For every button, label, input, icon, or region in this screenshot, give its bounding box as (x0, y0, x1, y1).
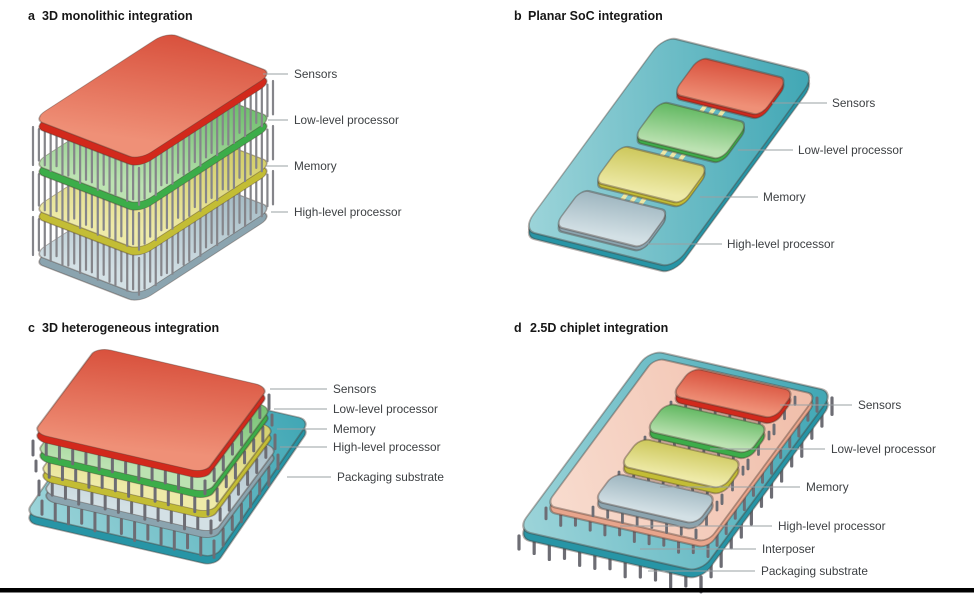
pin-array (37, 433, 277, 535)
high-level-processor-chiplet (596, 473, 714, 524)
pin-array (31, 393, 271, 496)
panel-b: b Planar SoC integration (514, 9, 903, 273)
panel-c: c 3D heterogeneous integration Sensors L… (28, 321, 444, 565)
sensors-chip (675, 57, 785, 116)
pin-array (40, 453, 280, 559)
soc-chips (557, 57, 785, 252)
label-high-level-processor: High-level processor (727, 237, 835, 251)
pin-array (31, 169, 275, 296)
panel-letter: a (28, 9, 36, 23)
label-sensors: Sensors (858, 398, 901, 412)
high-level-processor-chip (557, 189, 667, 248)
label-sensors: Sensors (294, 67, 337, 81)
label-high-level-processor: High-level processor (778, 519, 886, 533)
pin-array (31, 79, 275, 206)
panel-title: Planar SoC integration (528, 9, 663, 23)
label-packaging-substrate: Packaging substrate (761, 564, 868, 578)
label-interposer: Interposer (762, 542, 815, 556)
memory-chip (597, 145, 706, 204)
panel-letter: d (514, 321, 522, 335)
label-low-level-processor: Low-level processor (333, 402, 438, 416)
panel-a: a 3D monolithic integration Sensors Low-… (28, 9, 402, 301)
pin-array (34, 413, 274, 516)
label-sensors: Sensors (333, 382, 376, 396)
label-memory: Memory (763, 190, 806, 204)
low-level-processor-chip (636, 101, 746, 160)
label-memory: Memory (294, 159, 337, 173)
label-sensors: Sensors (832, 96, 875, 110)
panel-title: 2.5D chiplet integration (530, 321, 668, 335)
panel-letter: b (514, 9, 522, 23)
label-low-level-processor: Low-level processor (294, 113, 399, 127)
label-memory: Memory (806, 480, 849, 494)
panel-letter: c (28, 321, 35, 335)
label-packaging-substrate: Packaging substrate (337, 470, 444, 484)
label-high-level-processor: High-level processor (333, 440, 441, 454)
label-high-level-processor: High-level processor (294, 205, 402, 219)
panel-d: d 2.5D chiplet integration Sensors Low-l… (514, 321, 936, 594)
bottom-rule (0, 588, 974, 593)
label-low-level-processor: Low-level processor (831, 442, 936, 456)
label-memory: Memory (333, 422, 376, 436)
panel-title: 3D monolithic integration (42, 9, 193, 23)
sensors-layer (36, 349, 266, 471)
sensors-layer (38, 34, 268, 158)
low-level-processor-chiplet (648, 403, 766, 454)
panel-title: 3D heterogeneous integration (42, 321, 219, 335)
label-low-level-processor: Low-level processor (798, 143, 903, 157)
memory-chiplet (622, 438, 740, 489)
pin-array (31, 124, 275, 251)
